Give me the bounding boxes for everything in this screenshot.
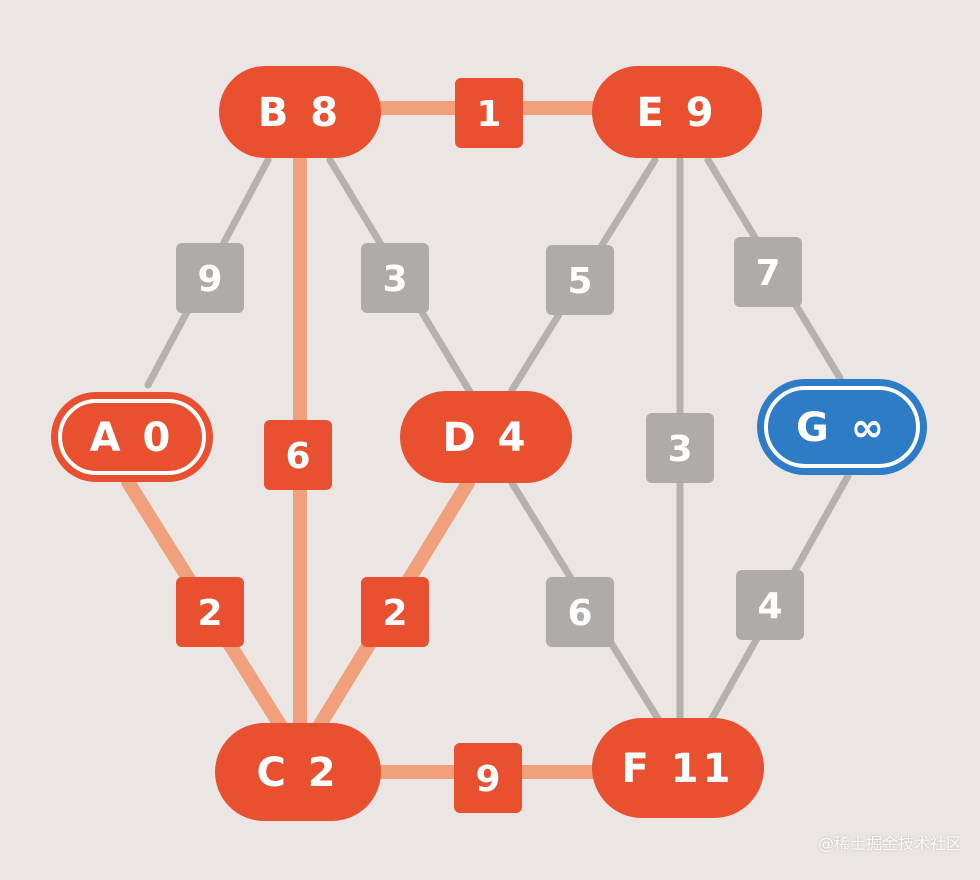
node-label: A 0 — [90, 415, 175, 461]
weight-layer: 1 9 6 3 5 3 7 2 2 6 4 9 — [176, 78, 804, 813]
edge-weight-d-c: 2 — [361, 577, 429, 647]
node-f: F 11 — [592, 718, 764, 818]
edge-weight-label: 1 — [476, 94, 501, 135]
node-e: E 9 — [592, 66, 762, 158]
edge-weight-b-d: 3 — [361, 243, 429, 313]
node-label: C 2 — [256, 750, 339, 796]
edge-weight-label: 4 — [757, 586, 782, 627]
node-outline-ring — [58, 399, 206, 475]
edge-weight-e-d: 5 — [546, 245, 614, 315]
node-c: C 2 — [215, 723, 381, 821]
edge-weight-c-f: 9 — [454, 743, 522, 813]
edge-weight-d-f: 6 — [546, 577, 614, 647]
edge-weight-e-f: 3 — [646, 413, 714, 483]
node-label: F 11 — [622, 746, 735, 792]
node-label: D 4 — [443, 415, 530, 461]
node-d: D 4 — [400, 391, 572, 483]
node-b: B 8 — [219, 66, 381, 158]
edge-weight-b-a: 9 — [176, 243, 244, 313]
edge-weight-label: 5 — [567, 261, 592, 302]
edge-weight-g-f: 4 — [736, 570, 804, 640]
watermark: @稀土掘金技术社区 — [817, 834, 962, 853]
edge-weight-label: 6 — [567, 593, 592, 634]
node-label: B 8 — [258, 90, 342, 136]
edge-weight-e-g: 7 — [734, 237, 802, 307]
edge-weight-label: 2 — [382, 593, 407, 634]
node-label: G ∞ — [796, 405, 888, 451]
edge-weight-label: 2 — [197, 593, 222, 634]
node-label: E 9 — [636, 90, 717, 136]
edge-weight-label: 7 — [755, 253, 780, 294]
node-a: A 0 — [51, 392, 213, 482]
edge-weight-label: 9 — [197, 259, 222, 300]
node-outline-ring — [764, 386, 920, 468]
edge-weight-b-c: 6 — [264, 420, 332, 490]
edge-weight-label: 3 — [382, 259, 407, 300]
edge-weight-b-e: 1 — [455, 78, 523, 148]
node-g: G ∞ — [757, 379, 927, 475]
edge-weight-a-c: 2 — [176, 577, 244, 647]
edge-weight-label: 9 — [475, 759, 500, 800]
edge-weight-label: 3 — [667, 429, 692, 470]
node-layer: B 8 E 9 A 0 D 4 G ∞ C 2 F 11 — [51, 66, 927, 821]
edge-weight-label: 6 — [285, 436, 310, 477]
